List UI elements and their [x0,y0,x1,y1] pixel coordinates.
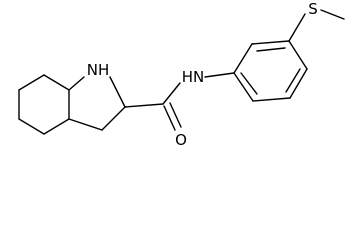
bond [18,74,45,91]
pyrrolidine-ring [68,76,126,131]
bond [288,13,306,42]
double-bond [163,105,176,131]
bond [109,76,126,108]
bond [43,118,70,135]
bond [162,82,181,105]
bond [233,43,253,74]
bond [101,106,126,131]
double-bond [169,102,182,128]
aromatic-inner-bond [285,68,301,93]
aromatic-inner-bond [240,72,258,95]
bond [68,76,85,91]
chemical-structure-diagram: NH HN S O [18,0,345,149]
bond [68,118,103,131]
bond [289,68,308,99]
aromatic-inner-bond [256,47,286,52]
cyclohexane-ring [18,74,70,135]
amide-group [124,72,235,131]
amide-hn-label: HN [182,68,205,86]
bond [43,74,70,91]
oxygen-label: O [175,131,187,149]
bond [252,97,291,102]
methylthio-group [288,9,345,42]
amine-nh-label: NH [87,61,110,79]
benzene-ring [233,40,308,102]
bond [320,9,345,20]
bond [251,40,290,45]
sulfur-label: S [308,0,318,18]
bond [233,72,254,102]
bond [18,118,45,135]
bond [288,40,308,70]
bond [204,72,235,78]
bond [124,103,164,108]
